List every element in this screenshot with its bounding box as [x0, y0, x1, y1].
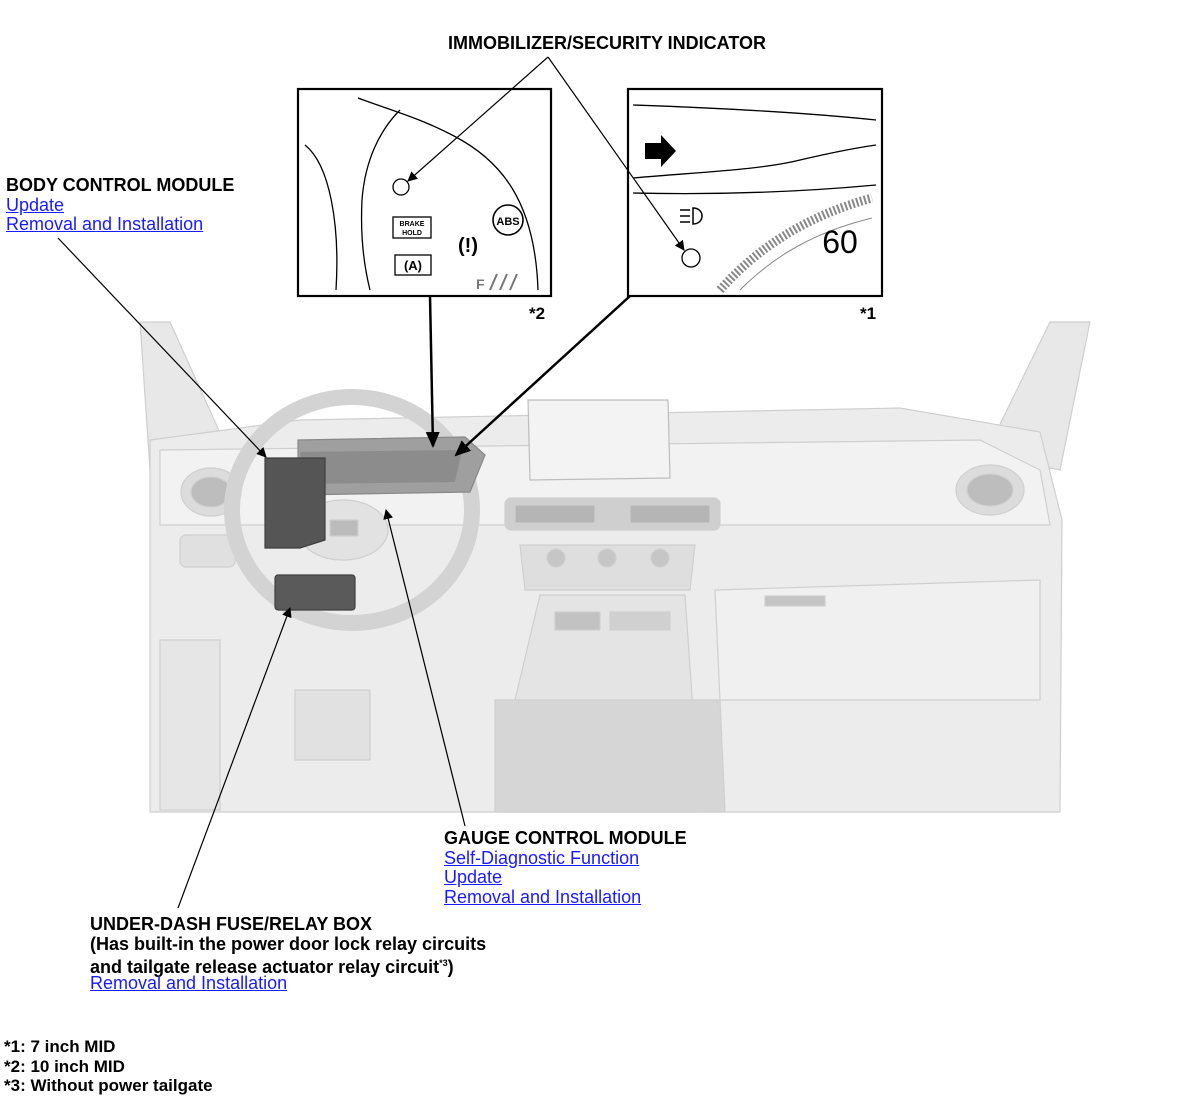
gcm-self-diagnostic-link[interactable]: Self-Diagnostic Function: [444, 848, 640, 868]
inset-10-inch-mid: BRAKE HOLD (A) (!) ABS F: [296, 87, 553, 298]
inset-10-tag: *2: [529, 304, 546, 323]
gcm-removal-installation-link[interactable]: Removal and Installation: [444, 887, 642, 907]
under-dash-box-title: UNDER-DASH FUSE/RELAY BOX: [90, 914, 373, 934]
abs-icon: [492, 204, 524, 236]
dashboard: [139, 321, 1091, 813]
leader-lines: [57, 56, 685, 909]
svg-text:ABS: ABS: [496, 216, 519, 228]
fuel-gauge-mark: F: [476, 276, 485, 292]
body-control-module: [264, 457, 326, 549]
inset-7-inch-mid: 60: [626, 87, 884, 298]
auto-hold-icon: [394, 254, 432, 276]
turn-signal-arrow-icon: [645, 135, 676, 167]
under-dash-box-desc1: (Has built-in the power door lock relay …: [90, 934, 487, 954]
svg-text:(A): (A): [404, 258, 422, 273]
brake-warning-icon: (!): [458, 235, 478, 257]
body-control-module-title: BODY CONTROL MODULE: [6, 175, 235, 195]
fog-light-icon: [680, 207, 703, 225]
footnote-2: *2: 10 inch MID: [4, 1056, 125, 1076]
footnote-1: *1: 7 inch MID: [4, 1037, 116, 1056]
inset-7-tag: *1: [860, 304, 877, 323]
speed-readout: 60: [822, 224, 858, 260]
steering-wheel: [224, 389, 480, 631]
under-dash-box-desc2: and tailgate release actuator relay circ…: [90, 957, 454, 977]
glove-box: [714, 579, 1041, 701]
svg-text:HOLD: HOLD: [402, 230, 422, 237]
center-display: [527, 399, 671, 481]
speedometer-scale: [716, 193, 874, 293]
brake-hold-icon: [392, 216, 432, 239]
udb-removal-installation-link[interactable]: Removal and Installation: [90, 973, 288, 993]
under-dash-fuse-relay-box: [274, 574, 356, 611]
immobilizer-indicator-10: [392, 178, 410, 196]
bcm-update-link[interactable]: Update: [6, 195, 65, 215]
immobilizer-indicator-label: IMMOBILIZER/SECURITY INDICATOR: [448, 33, 767, 53]
immobilizer-indicator-7: [681, 248, 701, 268]
gcm-update-link[interactable]: Update: [444, 867, 503, 887]
gauge-control-module-title: GAUGE CONTROL MODULE: [444, 828, 687, 848]
footnotes: *1: 7 inch MID *2: 10 inch MID *3: Witho…: [4, 1037, 213, 1096]
bcm-removal-installation-link[interactable]: Removal and Installation: [6, 214, 204, 234]
footnote-3: *3: Without power tailgate: [4, 1076, 213, 1095]
svg-text:BRAKE: BRAKE: [400, 221, 425, 228]
